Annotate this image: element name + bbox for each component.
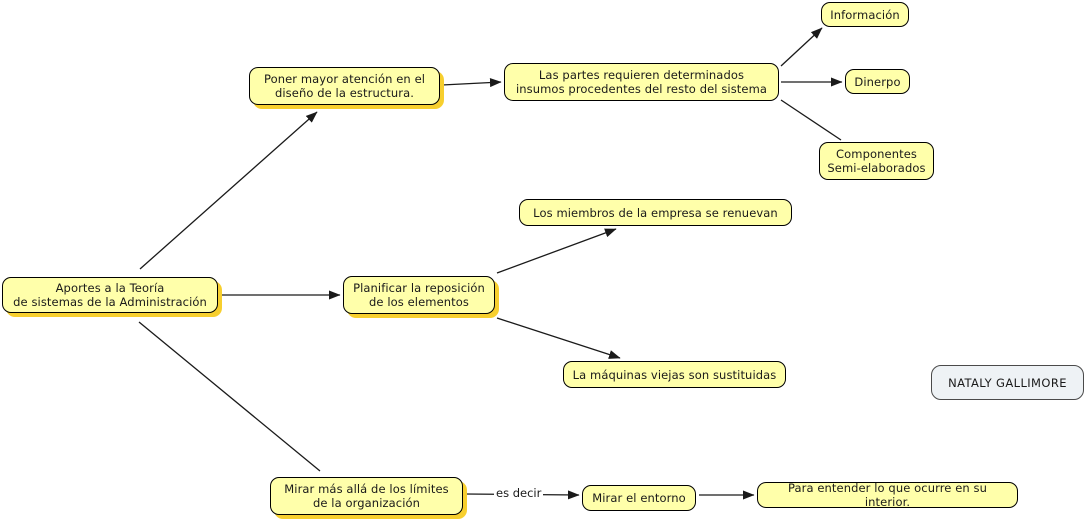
node-interior[interactable]: Para entender lo que ocurre en su interi… — [757, 481, 1018, 509]
node-informacion[interactable]: Información — [821, 2, 909, 27]
node-partes[interactable]: Las partes requieren determinados insumo… — [504, 63, 779, 101]
edge-partes-informacion — [780, 27, 823, 67]
node-author[interactable]: NATALY GALLIMORE — [931, 365, 1084, 400]
edge-estructura-partes — [441, 78, 502, 88]
node-miembros[interactable]: Los miembros de la empresa se renuevan — [519, 199, 792, 226]
edge-root-estructura — [139, 111, 318, 270]
edge-root-limites — [138, 321, 321, 472]
node-componentes[interactable]: Componentes Semi-elaborados — [819, 142, 934, 180]
edge-planificar-maquinas — [496, 317, 621, 359]
edge-label-limites-entorno: es decir — [494, 486, 544, 500]
node-dinerpo[interactable]: Dinerpo — [845, 69, 910, 94]
node-maquinas[interactable]: La máquinas viejas son sustituidas — [563, 361, 786, 388]
node-planificar[interactable]: Planificar la reposición de los elemento… — [343, 276, 495, 314]
node-root[interactable]: Aportes a la Teoría de sistemas de la Ad… — [2, 277, 218, 313]
node-estructura[interactable]: Poner mayor atención en el diseño de la … — [249, 67, 440, 105]
node-entorno[interactable]: Mirar el entorno — [582, 485, 696, 511]
edge-partes-componentes — [780, 99, 842, 141]
edge-planificar-miembros — [496, 228, 617, 274]
node-limites[interactable]: Mirar más allá de los límites de la orga… — [270, 477, 463, 515]
